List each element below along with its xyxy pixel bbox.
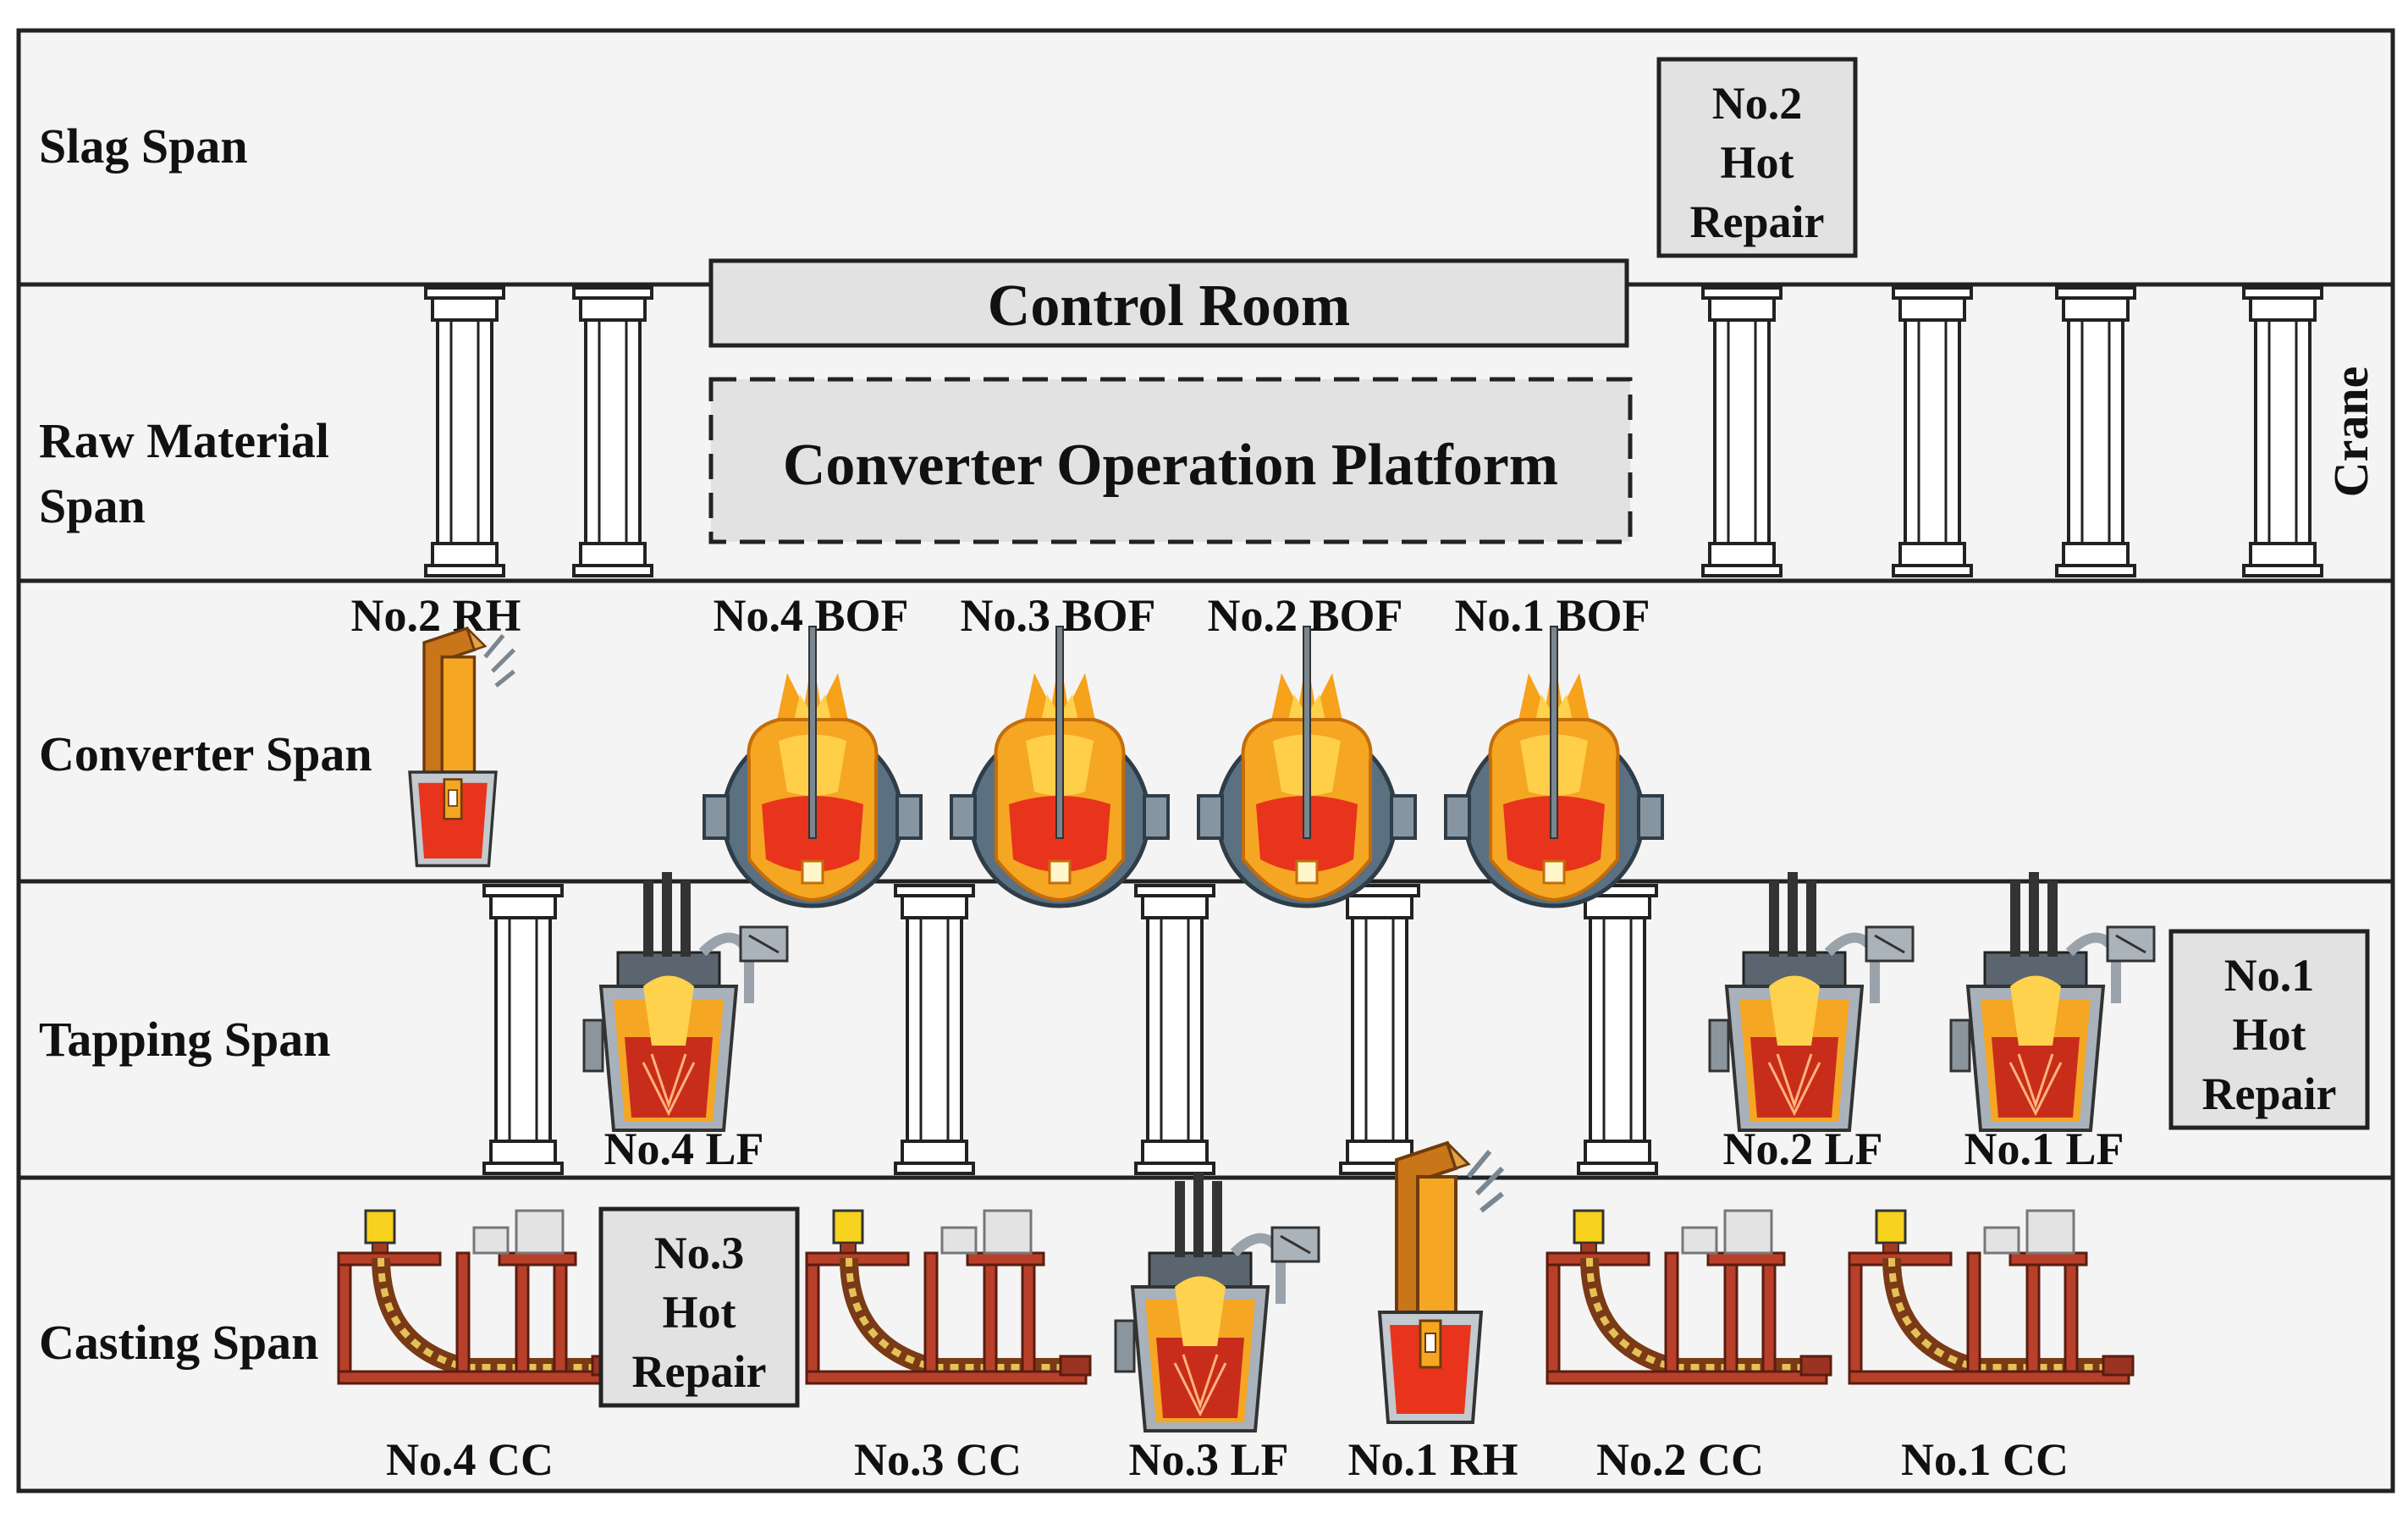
crane-column (1134, 884, 1215, 1175)
svg-text:Repair: Repair (2202, 1068, 2337, 1119)
svg-text:Repair: Repair (632, 1346, 767, 1397)
svg-text:No.1: No.1 (2224, 950, 2315, 1001)
crane-column (424, 286, 505, 577)
converter-operation-platform: Converter Operation Platform (708, 377, 1633, 544)
crane-column (482, 884, 564, 1175)
equipment-label-no3-cc: No.3 CC (854, 1434, 1022, 1485)
svg-text:Hot: Hot (663, 1287, 736, 1338)
converter-equipment: No.2 RH No.4 BOF No.3 BOF No.2 BOF No.1 … (351, 590, 1663, 906)
hot-repair-no2: No.2 Hot Repair (1656, 57, 1858, 258)
crane-column (894, 884, 975, 1175)
span-label-tapping: Tapping Span (39, 1012, 331, 1067)
equipment-label-no2-lf: No.2 LF (1723, 1123, 1883, 1174)
svg-text:Control Room: Control Room (988, 273, 1350, 339)
equipment-label-no2-rh: No.2 RH (351, 590, 521, 641)
equipment-label-no1-cc: No.1 CC (1901, 1434, 2069, 1485)
span-label-raw-material: Raw Material (39, 413, 329, 468)
crane-label: Crane (2323, 367, 2378, 498)
hot-repair-no1: No.1 Hot Repair (2168, 929, 2370, 1130)
svg-text:Hot: Hot (1721, 137, 1794, 188)
equipment-label-no4-cc: No.4 CC (386, 1434, 554, 1485)
crane-column (2055, 286, 2136, 577)
crane-column (572, 286, 653, 577)
hot-repair-no3: No.3 Hot Repair (598, 1206, 800, 1408)
crane-column (2242, 286, 2323, 577)
svg-text:No.3: No.3 (654, 1228, 745, 1278)
svg-text:Repair: Repair (1690, 196, 1825, 247)
span-label-converter: Converter Span (39, 726, 372, 781)
span-label-raw-material-line2: Span (39, 478, 146, 533)
equipment-label-no1-lf: No.1 LF (1964, 1123, 2124, 1174)
equipment-label-no2-cc: No.2 CC (1596, 1434, 1764, 1485)
casting-equipment: No.4 CC No.3 CC No.3 LF No.1 RH No.2 CC … (339, 1143, 2133, 1485)
slag-span-band (16, 28, 2395, 287)
svg-text:Hot: Hot (2233, 1009, 2306, 1060)
span-label-slag: Slag Span (39, 119, 248, 174)
crane-column (1701, 286, 1783, 577)
equipment-label-no1-rh: No.1 RH (1348, 1434, 1518, 1485)
span-label-casting: Casting Span (39, 1315, 318, 1370)
crane-column (1577, 884, 1658, 1175)
crane-column (1339, 884, 1420, 1175)
equipment-label-no3-lf: No.3 LF (1129, 1434, 1289, 1485)
svg-text:Converter Operation Platform: Converter Operation Platform (783, 433, 1558, 498)
equipment-label-no4-lf: No.4 LF (604, 1123, 764, 1174)
crane-column (1892, 286, 1973, 577)
tapping-equipment: No.4 LF No.2 LF No.1 LF (584, 872, 2154, 1174)
control-room: Control Room (708, 258, 1629, 348)
svg-text:No.2: No.2 (1712, 78, 1803, 129)
